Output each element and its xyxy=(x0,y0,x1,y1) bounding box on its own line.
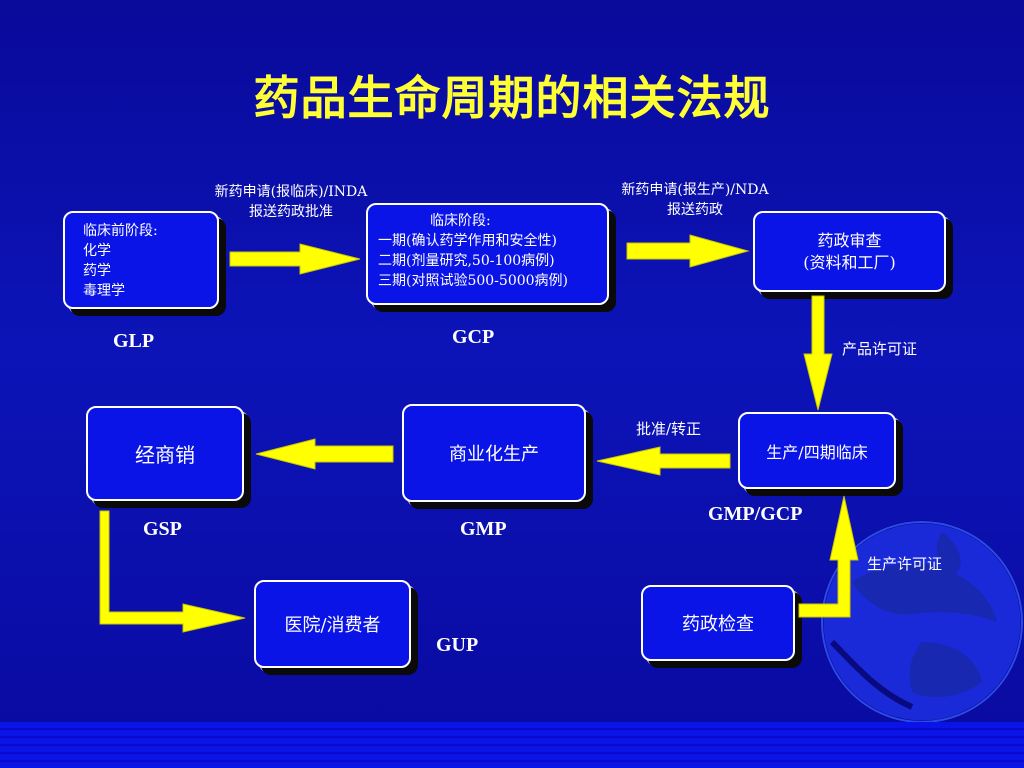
clinical-phase-1: 一期(确认药学作用和安全性) xyxy=(378,233,557,249)
production-box: 生产/四期临床 xyxy=(738,412,896,489)
preclinical-item-toxicology: 毒理学 xyxy=(83,283,125,299)
review-detail: (资料和工厂) xyxy=(803,252,896,272)
distribution-label: 经商销 xyxy=(135,443,195,467)
gmp-gcp-label: GMP/GCP xyxy=(708,503,803,525)
gcp-label: GCP xyxy=(452,326,495,348)
approval-note: 批准/转正 xyxy=(636,420,702,438)
inspection-label: 药政检查 xyxy=(682,614,754,635)
arrow-review-to-production xyxy=(803,295,833,411)
inda-note: 新药申请(报临床)/INDA 报送药政批准 xyxy=(196,182,386,222)
nda-note-line-2: 报送药政 xyxy=(667,202,723,218)
arrow-clinical-to-review xyxy=(626,234,750,268)
inda-note-line-2: 报送药政批准 xyxy=(249,204,333,220)
glp-label: GLP xyxy=(113,330,155,352)
commercial-label: 商业化生产 xyxy=(449,444,539,465)
arrow-preclinical-to-clinical xyxy=(229,243,361,275)
gsp-label: GSP xyxy=(143,518,182,540)
clinical-phase-3: 三期(对照试验500-5000病例) xyxy=(378,273,569,289)
arrow-inspection-to-production xyxy=(798,495,859,618)
preclinical-item-chemistry: 化学 xyxy=(83,243,111,259)
product-license-note: 产品许可证 xyxy=(842,340,918,358)
inspection-box: 药政检查 xyxy=(641,585,795,661)
preclinical-item-pharmacy: 药学 xyxy=(83,263,111,279)
nda-note: 新药申请(报生产)/NDA 报送药政 xyxy=(600,180,790,220)
gmp-label: GMP xyxy=(460,518,507,540)
nda-note-line-1: 新药申请(报生产)/NDA xyxy=(621,182,769,198)
globe-icon xyxy=(820,520,1024,722)
clinical-box: 临床阶段: 一期(确认药学作用和安全性) 二期(剂量研究,50-100病例) 三… xyxy=(366,203,609,305)
arrow-production-to-commercial xyxy=(596,446,731,476)
preclinical-box: 临床前阶段: 化学 药学 毒理学 xyxy=(63,211,219,309)
footer-bar xyxy=(0,722,1024,768)
arrow-commercial-to-distribution xyxy=(255,438,394,470)
page-title: 药品生命周期的相关法规 xyxy=(253,71,771,125)
clinical-phase-2: 二期(剂量研究,50-100病例) xyxy=(378,253,555,269)
commercial-box: 商业化生产 xyxy=(402,404,586,502)
hospital-label: 医院/消费者 xyxy=(284,615,381,636)
clinical-heading: 临床阶段: xyxy=(430,213,491,229)
distribution-box: 经商销 xyxy=(86,406,244,501)
inda-note-line-1: 新药申请(报临床)/INDA xyxy=(214,184,368,200)
production-label: 生产/四期临床 xyxy=(766,442,868,462)
review-heading: 药政审查 xyxy=(817,230,882,250)
production-license-note: 生产许可证 xyxy=(867,555,943,573)
preclinical-heading: 临床前阶段: xyxy=(83,223,158,239)
review-box: 药政审查 (资料和工厂) xyxy=(753,211,946,292)
arrow-distribution-to-hospital xyxy=(99,510,246,633)
gup-label: GUP xyxy=(436,634,479,656)
hospital-box: 医院/消费者 xyxy=(254,580,411,668)
